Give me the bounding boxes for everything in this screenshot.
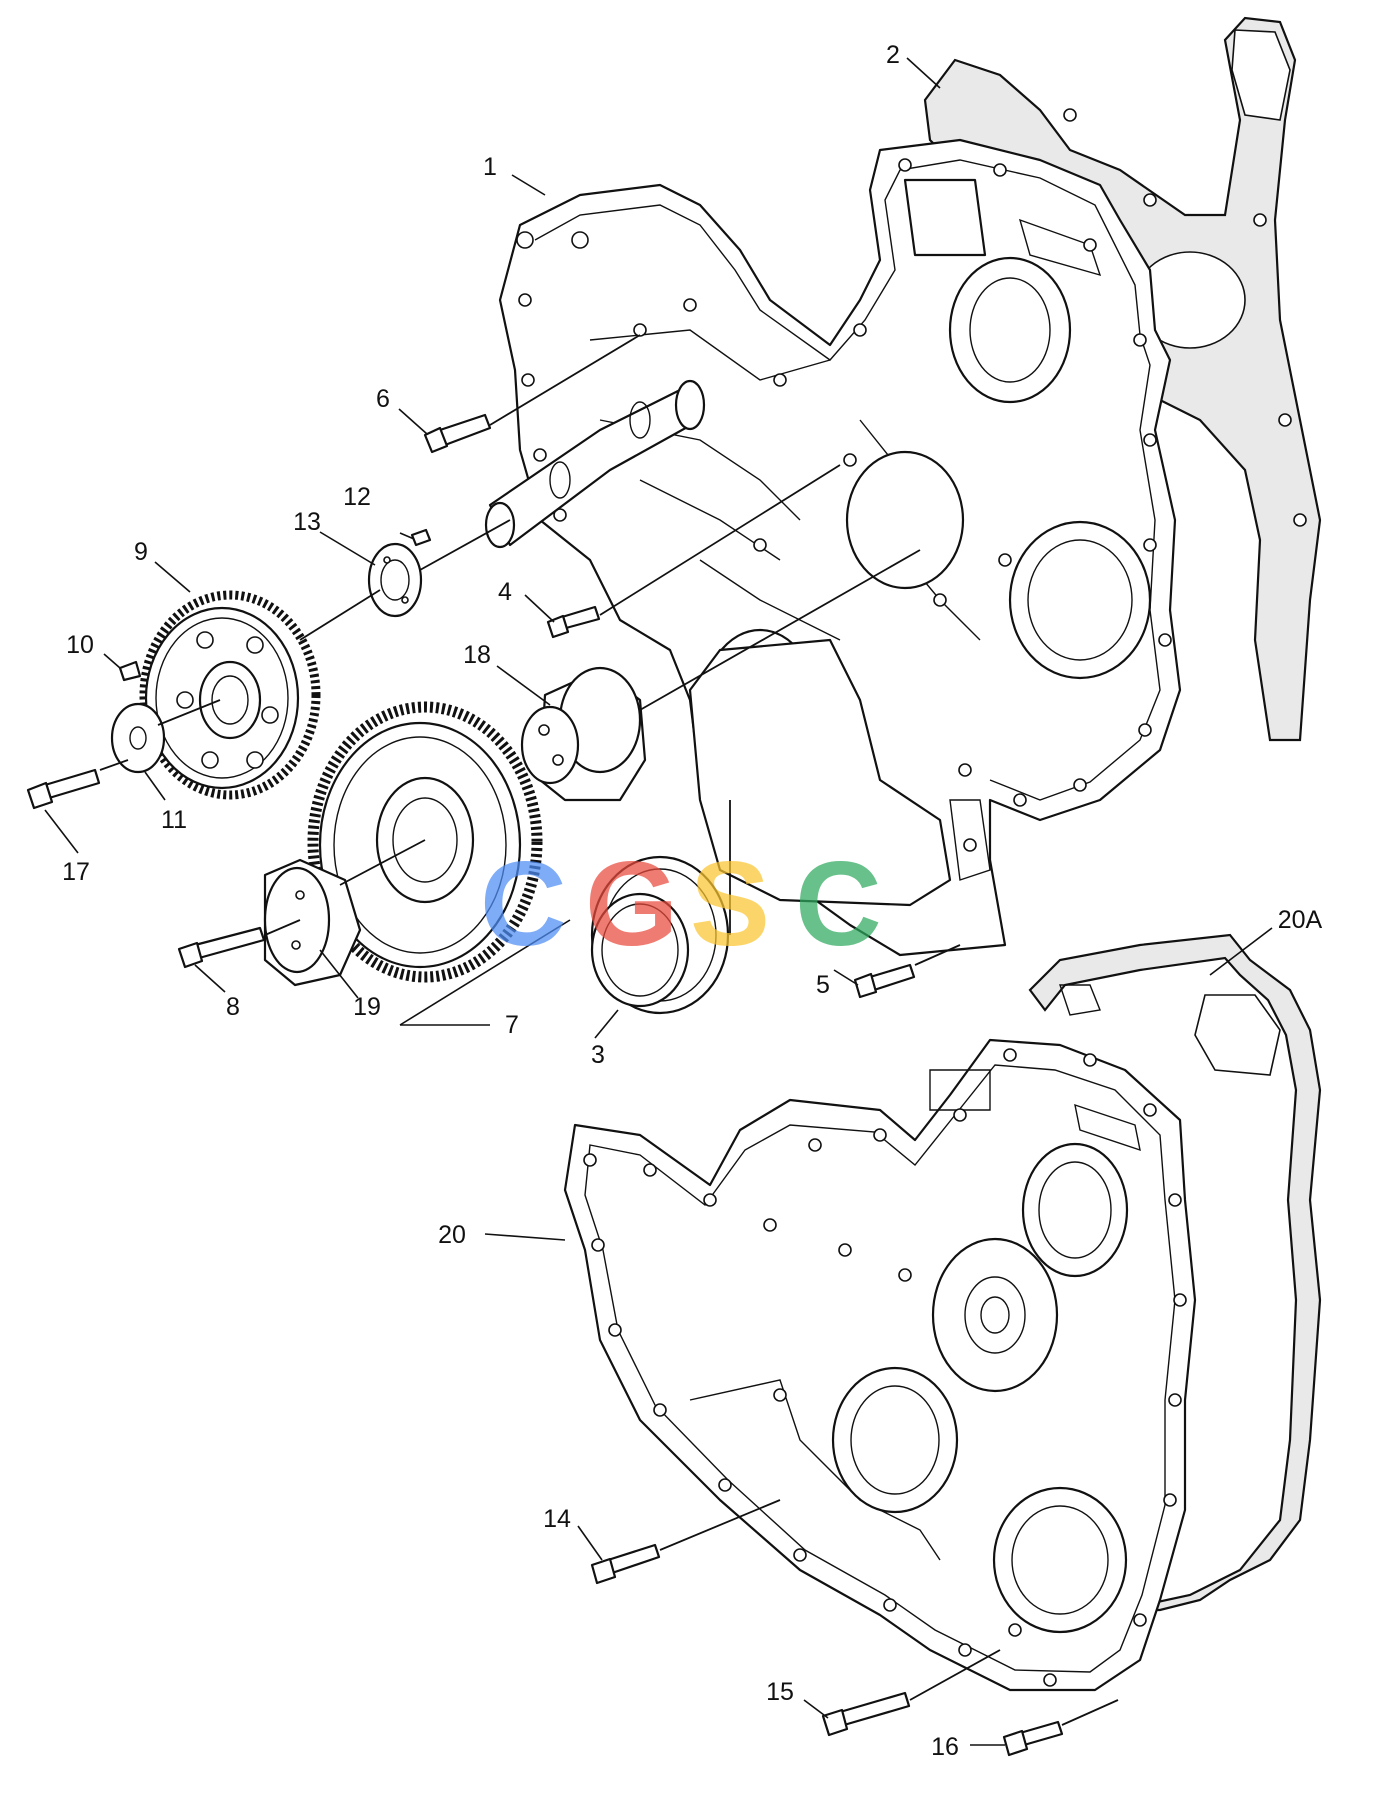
bolt-16: [1002, 1720, 1064, 1757]
gear-hub: [263, 858, 362, 987]
thrust-plate: [367, 542, 423, 618]
crankshaft-seal: [590, 855, 730, 1015]
callout-4: 4: [498, 578, 512, 606]
assembly-axes: [99, 334, 1119, 1726]
callout-labels: 1 2 3 4 5 6 7 8 9 10 11 12 13 14 15 16 1…: [62, 41, 1322, 1761]
bolt-8: [177, 926, 266, 969]
idler-hub: [520, 666, 647, 802]
callout-14: 14: [543, 1505, 571, 1533]
callout-17: 17: [62, 858, 90, 886]
front-cover-gasket: [1028, 933, 1322, 1612]
bolt-5: [853, 963, 916, 999]
callout-20: 20: [438, 1221, 466, 1249]
bolt-14: [590, 1543, 661, 1585]
leader-lines: [44, 57, 1273, 1746]
washer: [110, 702, 166, 774]
watermark-letter-1: C: [480, 837, 567, 971]
callout-10: 10: [66, 631, 94, 659]
bolt-17: [26, 768, 101, 810]
watermark-letter-4: C: [795, 837, 882, 971]
callout-18: 18: [463, 641, 491, 669]
woodruff-key: [118, 660, 142, 682]
callout-15: 15: [766, 1678, 794, 1706]
camshaft-gear: [307, 701, 543, 983]
callout-13: 13: [293, 508, 321, 536]
idler-gear: [139, 590, 321, 800]
callout-2: 2: [886, 41, 900, 69]
watermark-letter-2: G: [585, 837, 678, 971]
cgsc-watermark: C G S C: [480, 837, 882, 971]
callout-6: 6: [376, 385, 390, 413]
watermark-letter-3: S: [690, 837, 770, 971]
callout-11: 11: [161, 806, 187, 834]
callout-12: 12: [343, 483, 371, 511]
callout-20a: 20A: [1278, 906, 1323, 934]
callout-7: 7: [505, 1011, 519, 1039]
callout-3: 3: [591, 1041, 605, 1069]
callout-19: 19: [353, 993, 381, 1021]
bolt-6: [423, 413, 492, 454]
callout-1: 1: [483, 153, 497, 181]
callout-9: 9: [134, 538, 148, 566]
callout-8: 8: [226, 993, 240, 1021]
bolt-4: [546, 605, 601, 639]
bolt-15: [821, 1691, 911, 1737]
dowel-pin: [410, 528, 432, 547]
front-housing: [484, 138, 1182, 957]
callout-5: 5: [816, 971, 830, 999]
callout-16: 16: [931, 1733, 959, 1761]
front-cover: [563, 1038, 1197, 1692]
